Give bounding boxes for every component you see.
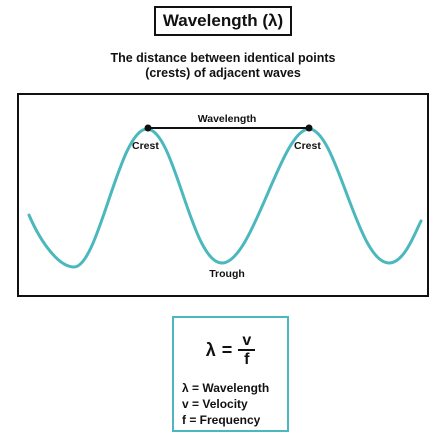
wave-diagram-frame: Wavelength Crest Crest Trough (17, 93, 429, 297)
formula-denominator: f (244, 350, 250, 368)
title-text: Wavelength (λ) (162, 11, 284, 30)
wave-diagram: Wavelength Crest Crest Trough (27, 113, 423, 280)
formula-box: λ = v f λ = Wavelength v = Velocity f = … (172, 316, 289, 432)
subtitle-line-2: (crests) of adjacent waves (145, 66, 301, 80)
wavelength-label: Wavelength (198, 113, 257, 125)
crest-dot-left (144, 124, 152, 132)
crest-dot-right (305, 124, 313, 132)
legend-lambda: λ = Wavelength (182, 381, 270, 395)
formula-fraction: v f (238, 332, 256, 369)
title-box: Wavelength (λ) (154, 6, 292, 36)
crest-label-right: Crest (294, 140, 321, 152)
subtitle: The distance between identical points (c… (0, 51, 446, 81)
formula-lambda: λ (205, 339, 216, 360)
formula-numerator: v (238, 332, 256, 351)
wavelength-formula: λ = v f (174, 328, 287, 372)
legend-frequency: f = Frequency (182, 413, 261, 427)
trough-label: Trough (209, 268, 245, 280)
legend-velocity: v = Velocity (182, 397, 248, 411)
wave-curve (27, 127, 423, 269)
formula-legend: λ = Wavelength v = Velocity f = Frequenc… (182, 380, 269, 428)
formula-equals: = (221, 339, 233, 360)
crest-label-left: Crest (132, 140, 159, 152)
subtitle-line-1: The distance between identical points (110, 51, 336, 65)
